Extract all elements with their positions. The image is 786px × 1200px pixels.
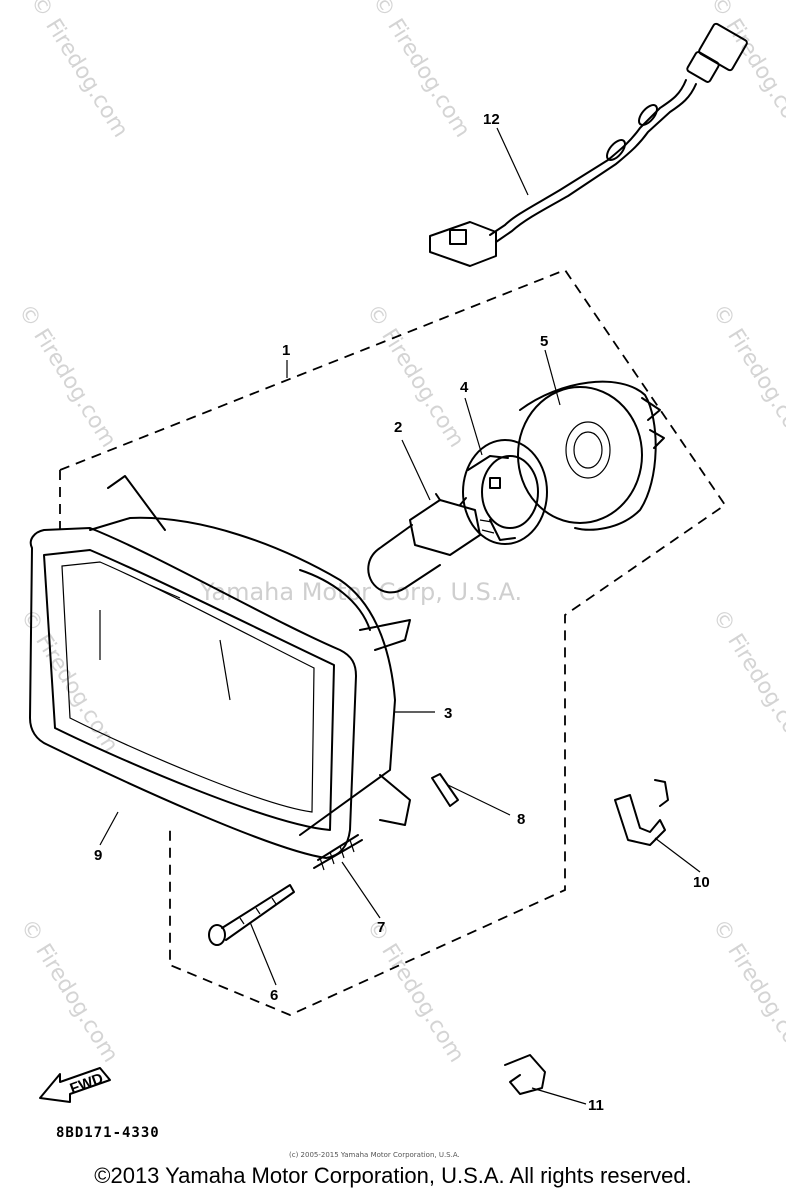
part-code: 8BD171-4330 xyxy=(56,1125,160,1141)
adjusting-screw-part xyxy=(208,884,295,946)
callout-3: 3 xyxy=(444,705,452,722)
assembly-outline xyxy=(59,268,727,1016)
callout-5: 5 xyxy=(540,333,548,350)
leader-lines xyxy=(99,127,701,1105)
callout-9: 9 xyxy=(94,847,102,864)
callout-4: 4 xyxy=(460,379,469,396)
bracket-part xyxy=(614,779,669,846)
callout-1: 1 xyxy=(282,342,290,359)
callout-6: 6 xyxy=(270,987,278,1004)
callout-7: 7 xyxy=(377,919,385,936)
watermark-text: © Firedog.com xyxy=(707,915,786,1067)
bulb-retainer-part xyxy=(462,439,548,545)
small-copyright: (c) 2005-2015 Yamaha Motor Corporation, … xyxy=(289,1151,460,1159)
watermark-text: © Firedog.com xyxy=(361,915,469,1067)
fwd-label: FWD xyxy=(68,1070,106,1098)
callout-11: 11 xyxy=(588,1097,604,1114)
socket-cover-part xyxy=(517,380,665,531)
adjusting-spring-part xyxy=(313,834,363,871)
watermark-text: © Firedog.com xyxy=(705,0,786,142)
callout-2: 2 xyxy=(394,419,402,436)
watermark-text: © Firedog.com xyxy=(25,0,133,142)
callout-12: 12 xyxy=(483,111,500,128)
pin-part xyxy=(431,773,459,807)
watermark-text: © Firedog.com xyxy=(707,300,786,452)
headlight-bulb-part xyxy=(367,493,495,594)
callout-labels: 1 2 3 4 5 6 7 8 9 10 11 12 xyxy=(94,111,710,1114)
callout-10: 10 xyxy=(693,874,710,891)
watermark-text: © Firedog.com xyxy=(367,0,475,142)
wiring-harness-part xyxy=(429,22,748,267)
watermark-text: © Firedog.com xyxy=(707,605,786,757)
headlight-unit-part xyxy=(29,475,411,859)
fwd-arrow-icon: FWD xyxy=(39,1067,111,1103)
clip-part xyxy=(504,1054,546,1095)
watermark-center: Yamaha Motor Corp, U.S.A. xyxy=(199,578,522,606)
callout-8: 8 xyxy=(517,811,525,828)
watermark-text: © Firedog.com xyxy=(15,915,123,1067)
watermark-text: © Firedog.com xyxy=(13,300,121,452)
watermark-text: © Firedog.com xyxy=(361,300,469,452)
copyright-notice: ©2013 Yamaha Motor Corporation, U.S.A. A… xyxy=(94,1163,692,1188)
